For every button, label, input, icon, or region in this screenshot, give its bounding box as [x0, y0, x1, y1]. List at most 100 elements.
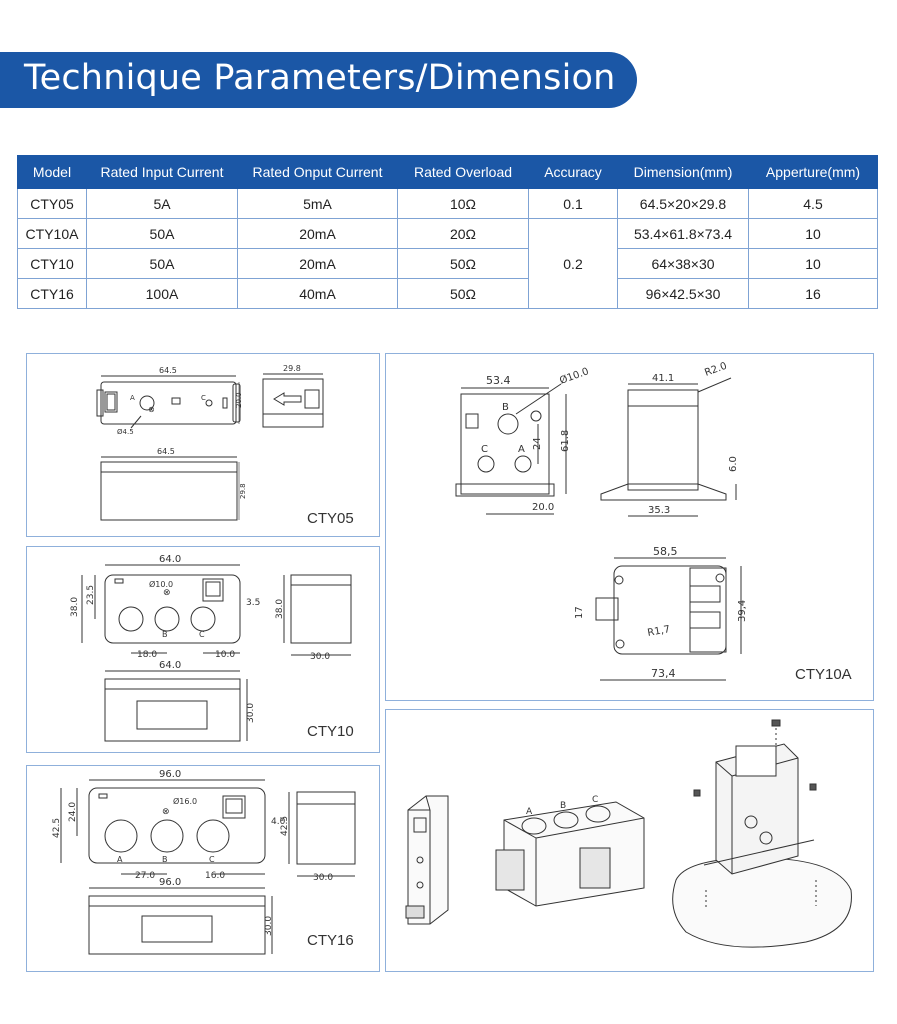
- table-row: CTY16 100A 40mA 50Ω 96×42.5×30 16: [17, 278, 878, 309]
- cty05-drawing-panel: A C ⊗ 64.5 Ø4.5 20.0 29.8 64.5 29.8 CTY0…: [26, 353, 380, 537]
- cell-accuracy: 0.2: [528, 218, 618, 309]
- terminal-label: B: [560, 801, 566, 811]
- cell-overload: 10Ω: [397, 188, 529, 219]
- dim-height2: 30.0: [264, 916, 274, 936]
- cell-output: 20mA: [237, 218, 398, 249]
- cell-overload: 20Ω: [397, 218, 529, 249]
- dim-height2: 29.8: [239, 483, 247, 499]
- cell-model: CTY10: [17, 248, 87, 279]
- cty16-drawing-panel: ⊗ A B C 96.0 Ø16.0 42.5 24.0 4.0 27.0 16…: [26, 765, 380, 972]
- dim-gap: 3.5: [246, 598, 260, 608]
- cell-aperture: 16: [748, 278, 878, 309]
- terminal-label: B: [162, 855, 168, 864]
- model-label: CTY05: [307, 510, 354, 527]
- dim-depth: 29.8: [283, 364, 301, 373]
- terminal-label: A: [518, 444, 525, 455]
- model-label: CTY10: [307, 723, 354, 740]
- cty16-drawing: ⊗ A B C 96.0 Ø16.0 42.5 24.0 4.0 27.0 16…: [52, 769, 356, 955]
- dim-aperture: Ø10.0: [558, 365, 590, 387]
- dim-edge: 16.0: [205, 871, 225, 881]
- dim-h2: 23.5: [86, 585, 96, 605]
- cell-output: 40mA: [237, 278, 398, 309]
- dim-radius: R2.0: [703, 361, 728, 379]
- isometric-views-panel: A B C: [385, 709, 874, 972]
- cell-accuracy: 0.1: [528, 188, 618, 219]
- terminal-label: C: [481, 444, 488, 455]
- terminal-label: C: [201, 394, 206, 402]
- col-header: Apperture(mm): [748, 155, 878, 189]
- model-label: CTY10A: [795, 666, 852, 683]
- terminal-label: B: [162, 630, 168, 639]
- dim-height2: 30.0: [246, 703, 256, 723]
- crosshair-icon: ⊗: [163, 588, 171, 598]
- dim-top-h: 39,4: [737, 600, 748, 622]
- cell-dimension: 64×38×30: [617, 248, 749, 279]
- dim-side-h: 42.5: [280, 816, 290, 836]
- cty10a-drawing-panel: B C A 53.4 Ø10.0 61.8 24 20.0 41.1 R2.0 …: [385, 353, 874, 701]
- crosshair-icon: ⊗: [148, 405, 155, 414]
- col-header: Rated Input Current: [86, 155, 238, 189]
- cell-model: CTY10A: [17, 218, 87, 249]
- dim-width: 64.0: [159, 554, 181, 565]
- spec-table: Model Rated Input Current Rated Onput Cu…: [17, 155, 878, 309]
- dim-width: 53.4: [486, 374, 511, 387]
- cty05-drawing: A C ⊗ 64.5 Ø4.5 20.0 29.8 64.5 29.8: [96, 364, 324, 521]
- dim-edge: 10.0: [215, 650, 235, 660]
- terminal-label: C: [199, 630, 205, 639]
- dim-h2: 24.0: [68, 802, 78, 822]
- dim-side-h: 38.0: [275, 599, 285, 619]
- dim-aperture: Ø16.0: [173, 796, 197, 806]
- col-header: Rated Onput Current: [237, 155, 398, 189]
- dim-height: 38.0: [70, 597, 80, 617]
- dim-pitch: 18.0: [137, 650, 157, 660]
- cell-input: 50A: [86, 248, 238, 279]
- table-row: CTY05 5A 5mA 10Ω 0.1 64.5×20×29.8 4.5: [17, 188, 878, 219]
- terminal-label: C: [209, 855, 215, 864]
- dim-total: 73,4: [651, 667, 676, 680]
- terminal-label: A: [117, 855, 123, 864]
- cty10-drawing-panel: ⊗ B C 64.0 Ø10.0 38.0 23.5 3.5 18.0 10.0…: [26, 546, 380, 753]
- col-header: Accuracy: [528, 155, 618, 189]
- cell-dimension: 96×42.5×30: [617, 278, 749, 309]
- cty10a-drawing: B C A 53.4 Ø10.0 61.8 24 20.0 41.1 R2.0 …: [455, 361, 748, 681]
- dim-depth: 41.1: [652, 373, 674, 384]
- title-banner: Technique Parameters/Dimension: [0, 52, 637, 108]
- dim-aperture: Ø4.5: [117, 428, 134, 436]
- cell-dimension: 64.5×20×29.8: [617, 188, 749, 219]
- cell-overload: 50Ω: [397, 248, 529, 279]
- cell-aperture: 10: [748, 248, 878, 279]
- cell-aperture: 4.5: [748, 188, 878, 219]
- cell-model: CTY16: [17, 278, 87, 309]
- dim-width: 96.0: [159, 769, 181, 780]
- dim-height: 42.5: [52, 818, 62, 838]
- terminal-label: A: [526, 807, 533, 817]
- dim-width2: 64.5: [157, 447, 175, 456]
- dim-side-w: 30.0: [310, 652, 330, 662]
- cell-input: 100A: [86, 278, 238, 309]
- terminal-label: B: [502, 402, 509, 413]
- cell-input: 5A: [86, 188, 238, 219]
- dim-r17: R1,7: [647, 624, 671, 639]
- isometric-drawing: A B C: [405, 719, 852, 948]
- col-header: Rated Overload: [397, 155, 529, 189]
- dim-height: 20.0: [235, 392, 243, 408]
- dim-width2: 96.0: [159, 877, 181, 888]
- dim-width: 64.5: [159, 366, 177, 375]
- dim-height: 61.8: [560, 430, 571, 452]
- dim-base: 20.0: [532, 502, 554, 513]
- terminal-label: C: [592, 795, 598, 805]
- dim-offset: 24: [532, 437, 543, 450]
- cell-output: 20mA: [237, 248, 398, 279]
- table-row: CTY10A 50A 20mA 20Ω 0.2 53.4×61.8×73.4 1…: [17, 218, 878, 309]
- cell-dimension: 53.4×61.8×73.4: [617, 218, 749, 249]
- dim-foot: 6.0: [728, 456, 739, 472]
- table-header-row: Model Rated Input Current Rated Onput Cu…: [17, 155, 878, 189]
- dim-width2: 64.0: [159, 660, 181, 671]
- dim-top-w: 58,5: [653, 545, 678, 558]
- dim-pitch: 27.0: [135, 871, 155, 881]
- cell-output: 5mA: [237, 188, 398, 219]
- page-title: Technique Parameters/Dimension: [24, 58, 616, 98]
- crosshair-icon: ⊗: [162, 807, 170, 817]
- dim-clip: 17: [574, 606, 585, 619]
- col-header: Model: [17, 155, 87, 189]
